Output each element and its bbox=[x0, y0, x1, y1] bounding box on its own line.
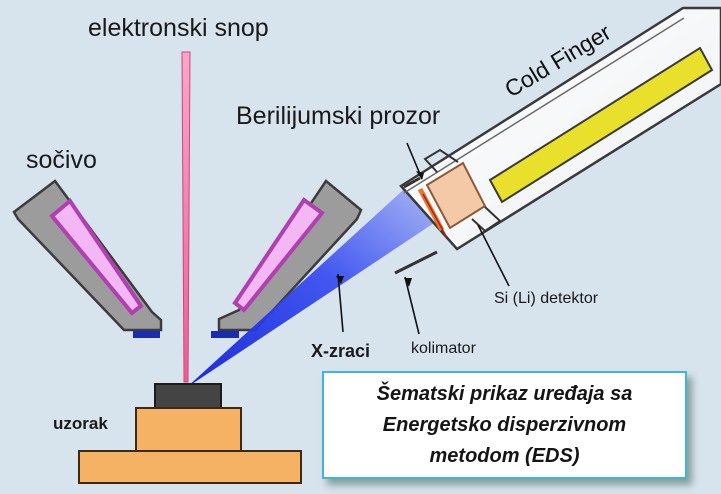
detector-housing bbox=[399, 6, 721, 251]
lens-right bbox=[211, 179, 363, 338]
electron-beam bbox=[181, 51, 191, 383]
sample bbox=[78, 383, 302, 484]
beryllium-window-label: Berilijumski prozor bbox=[236, 102, 441, 130]
caption-box: Šematski prikaz uređaja sa Energetsko di… bbox=[322, 371, 687, 479]
lens-label: sočivo bbox=[26, 146, 97, 174]
sample-holder bbox=[135, 407, 242, 452]
x-rays-label: X-zraci bbox=[311, 341, 371, 361]
detector-label: Si (Li) detektor bbox=[494, 290, 599, 307]
x-ray-cone bbox=[186, 182, 437, 388]
cold-finger-rod bbox=[488, 46, 714, 204]
lens-left bbox=[12, 179, 163, 338]
caption-line-2: Energetsko disperzivnom bbox=[382, 413, 627, 436]
caption-line-3: metodom (EDS) bbox=[429, 444, 580, 467]
sample-label: uzorak bbox=[53, 414, 108, 433]
sample-base bbox=[78, 450, 302, 484]
caption-line-1: Šematski prikaz uređaja sa bbox=[376, 382, 633, 405]
electron-beam-label: elektronski snop bbox=[88, 14, 269, 42]
sample-specimen bbox=[154, 383, 222, 409]
collimator-label: kolimator bbox=[411, 340, 476, 357]
collimator bbox=[394, 176, 438, 275]
